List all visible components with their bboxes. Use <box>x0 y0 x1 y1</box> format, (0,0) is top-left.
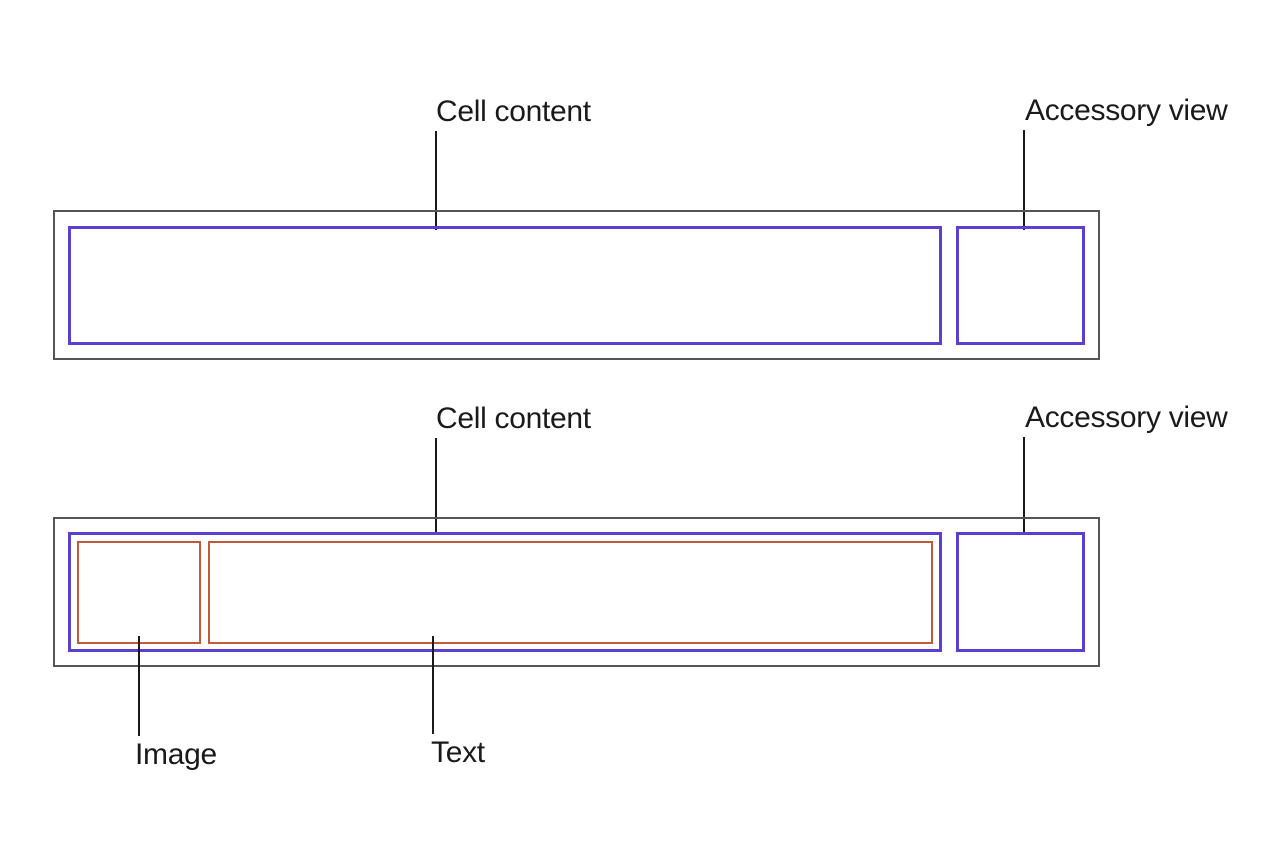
cell-content-label: Cell content <box>436 95 591 128</box>
image-view-area <box>77 541 201 644</box>
cell-content-label: Cell content <box>436 402 591 435</box>
accessory-view-area <box>956 226 1085 345</box>
table-cell-frame <box>53 210 1100 360</box>
image-leader <box>138 636 140 736</box>
accessory-view-label: Accessory view <box>1025 401 1228 434</box>
cell-content-leader <box>435 131 437 230</box>
cell-content-leader <box>435 438 437 535</box>
cell-content-area <box>68 532 942 652</box>
accessory-view-leader <box>1023 130 1025 230</box>
text-label-area <box>208 541 933 644</box>
table-cell-frame <box>53 517 1100 667</box>
cell-content-area <box>68 226 942 345</box>
text-label: Text <box>431 736 485 769</box>
accessory-view-area <box>956 532 1085 652</box>
accessory-view-leader <box>1023 437 1025 535</box>
text-leader <box>432 636 434 734</box>
accessory-view-label: Accessory view <box>1025 94 1228 127</box>
image-label: Image <box>135 738 217 771</box>
